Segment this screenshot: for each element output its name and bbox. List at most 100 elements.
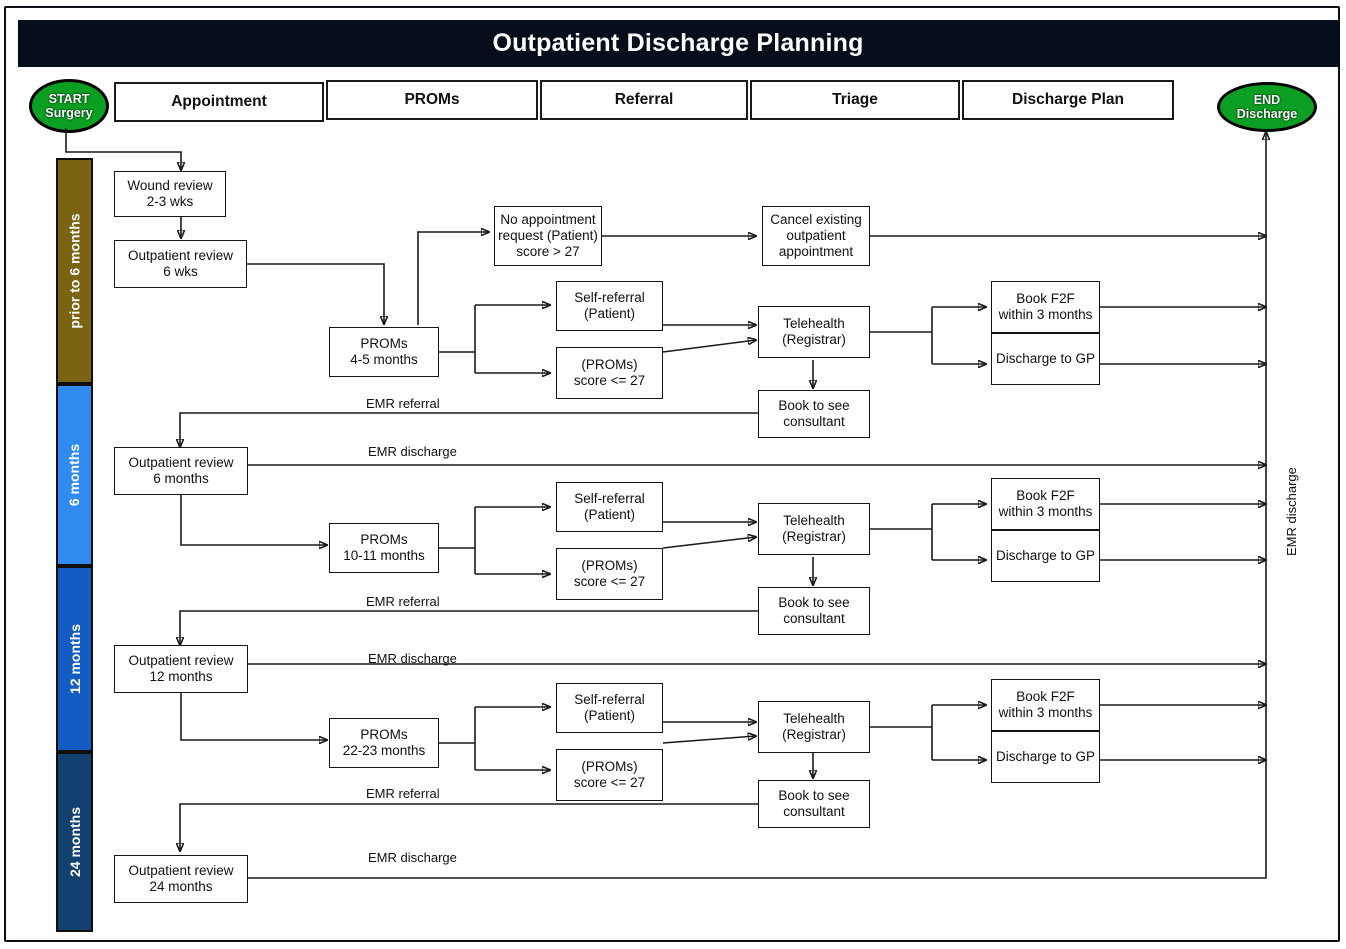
node-line: Outpatient review <box>128 863 234 878</box>
node-line: score <= 27 <box>573 775 646 790</box>
band-prior-to-6-months: prior to 6 months <box>56 158 93 384</box>
node-discharge-to-gp-1: Discharge to GP <box>991 333 1100 385</box>
edge-label-emr-discharge-1: EMR discharge <box>368 444 457 459</box>
node-line: request (Patient) <box>498 228 598 243</box>
node-line: Wound review <box>127 178 213 193</box>
node-line: (Patient) <box>583 306 636 321</box>
node-line: Book to see <box>778 398 850 413</box>
node-line: Book F2F <box>1016 291 1075 306</box>
node-outpatient-review-6wks: Outpatient review 6 wks <box>114 240 247 288</box>
node-line: Outpatient review <box>127 248 234 263</box>
edge-label-emr-discharge-3: EMR discharge <box>368 850 457 865</box>
node-telehealth-3: Telehealth (Registrar) <box>758 701 870 753</box>
node-line: Telehealth <box>783 513 845 528</box>
edge-label-emr-discharge-rail: EMR discharge <box>1284 467 1299 556</box>
diagram-title-bar: Outpatient Discharge Planning <box>18 20 1338 67</box>
node-book-to-see-consultant-3: Book to see consultant <box>758 780 870 828</box>
node-self-referral-2: Self-referral (Patient) <box>556 482 663 532</box>
node-proms-10-11-months: PROMs 10-11 months <box>329 523 439 573</box>
node-line: Telehealth <box>783 316 845 331</box>
node-outpatient-review-12-months: Outpatient review 12 months <box>114 645 248 693</box>
node-line: consultant <box>783 414 845 429</box>
node-line: 10-11 months <box>343 548 425 563</box>
column-header-triage: Triage <box>750 80 960 120</box>
node-proms-score-2: (PROMs) score <= 27 <box>556 548 663 600</box>
diagram-border <box>4 6 1340 942</box>
column-header-discharge-plan: Discharge Plan <box>962 80 1174 120</box>
node-line: 22-23 months <box>342 743 426 758</box>
node-line: 4-5 months <box>350 352 418 367</box>
node-discharge-to-gp-2: Discharge to GP <box>991 530 1100 582</box>
node-proms-score-3: (PROMs) score <= 27 <box>556 749 663 801</box>
node-line: Book to see <box>778 595 850 610</box>
edge-label-emr-referral-1: EMR referral <box>366 396 440 411</box>
band-6-months: 6 months <box>56 384 93 566</box>
edge-label-emr-referral-2: EMR referral <box>366 594 440 609</box>
node-line: (Registrar) <box>782 529 846 544</box>
node-proms-4-5-months: PROMs 4-5 months <box>329 327 439 377</box>
node-line: Outpatient review <box>128 653 234 668</box>
node-line: 2-3 wks <box>146 194 194 209</box>
node-book-to-see-consultant-1: Book to see consultant <box>758 390 870 438</box>
node-line: (PROMs) <box>581 759 638 774</box>
page-title: Outpatient Discharge Planning <box>492 29 864 57</box>
node-self-referral-3: Self-referral (Patient) <box>556 683 663 733</box>
node-line: Cancel existing <box>770 212 862 227</box>
node-line: consultant <box>783 804 845 819</box>
node-telehealth-2: Telehealth (Registrar) <box>758 503 870 555</box>
node-wound-review: Wound review 2-3 wks <box>114 171 226 217</box>
column-header-label: Appointment <box>171 93 267 110</box>
node-line: PROMs <box>360 336 408 351</box>
node-self-referral-1: Self-referral (Patient) <box>556 281 663 331</box>
node-book-f2f-3: Book F2F within 3 months <box>991 679 1100 731</box>
node-line: PROMs <box>360 532 408 547</box>
node-line: Self-referral <box>574 491 645 506</box>
node-cancel-existing-appointment: Cancel existing outpatient appointment <box>762 206 870 266</box>
node-line: (Registrar) <box>782 727 846 742</box>
node-line: 24 months <box>149 879 213 894</box>
band-label: 12 months <box>66 623 83 695</box>
start-node: START Surgery <box>29 79 109 133</box>
node-line: 6 wks <box>163 264 198 279</box>
node-line: within 3 months <box>998 307 1093 322</box>
node-proms-score-1: (PROMs) score <= 27 <box>556 347 663 399</box>
node-line: PROMs <box>360 727 408 742</box>
node-line: appointment <box>778 244 854 259</box>
node-line: (PROMs) <box>581 558 638 573</box>
node-line: (Patient) <box>583 708 636 723</box>
node-proms-22-23-months: PROMs 22-23 months <box>329 718 439 768</box>
end-node-line1: END <box>1253 93 1281 107</box>
node-line: score <= 27 <box>573 574 646 589</box>
edge-label-emr-referral-3: EMR referral <box>366 786 440 801</box>
node-line: 6 months <box>153 471 209 486</box>
node-line: score <= 27 <box>573 373 646 388</box>
column-header-appointment: Appointment <box>114 82 324 122</box>
node-outpatient-review-24-months: Outpatient review 24 months <box>114 855 248 903</box>
column-header-referral: Referral <box>540 80 748 120</box>
node-line: Book to see <box>778 788 850 803</box>
node-line: consultant <box>783 611 845 626</box>
node-line: Book F2F <box>1016 689 1075 704</box>
node-line: Self-referral <box>574 692 645 707</box>
node-line: (Patient) <box>583 507 636 522</box>
node-line: Discharge to GP <box>995 351 1096 366</box>
column-header-proms: PROMs <box>326 80 538 120</box>
node-book-f2f-2: Book F2F within 3 months <box>991 478 1100 530</box>
node-line: Discharge to GP <box>995 548 1096 563</box>
node-telehealth-1: Telehealth (Registrar) <box>758 306 870 358</box>
node-outpatient-review-6-months: Outpatient review 6 months <box>114 447 248 495</box>
node-line: Telehealth <box>783 711 845 726</box>
band-label: prior to 6 months <box>66 213 83 329</box>
node-discharge-to-gp-3: Discharge to GP <box>991 731 1100 783</box>
node-line: (Registrar) <box>782 332 846 347</box>
node-book-f2f-1: Book F2F within 3 months <box>991 281 1100 333</box>
end-node: END Discharge <box>1217 82 1317 132</box>
column-header-label: Referral <box>614 91 674 108</box>
node-line: Self-referral <box>574 290 645 305</box>
band-label: 24 months <box>66 806 83 878</box>
band-label: 6 months <box>66 443 83 507</box>
node-line: No appointment <box>500 212 596 227</box>
node-line: Outpatient review <box>128 455 234 470</box>
node-line: within 3 months <box>998 705 1093 720</box>
